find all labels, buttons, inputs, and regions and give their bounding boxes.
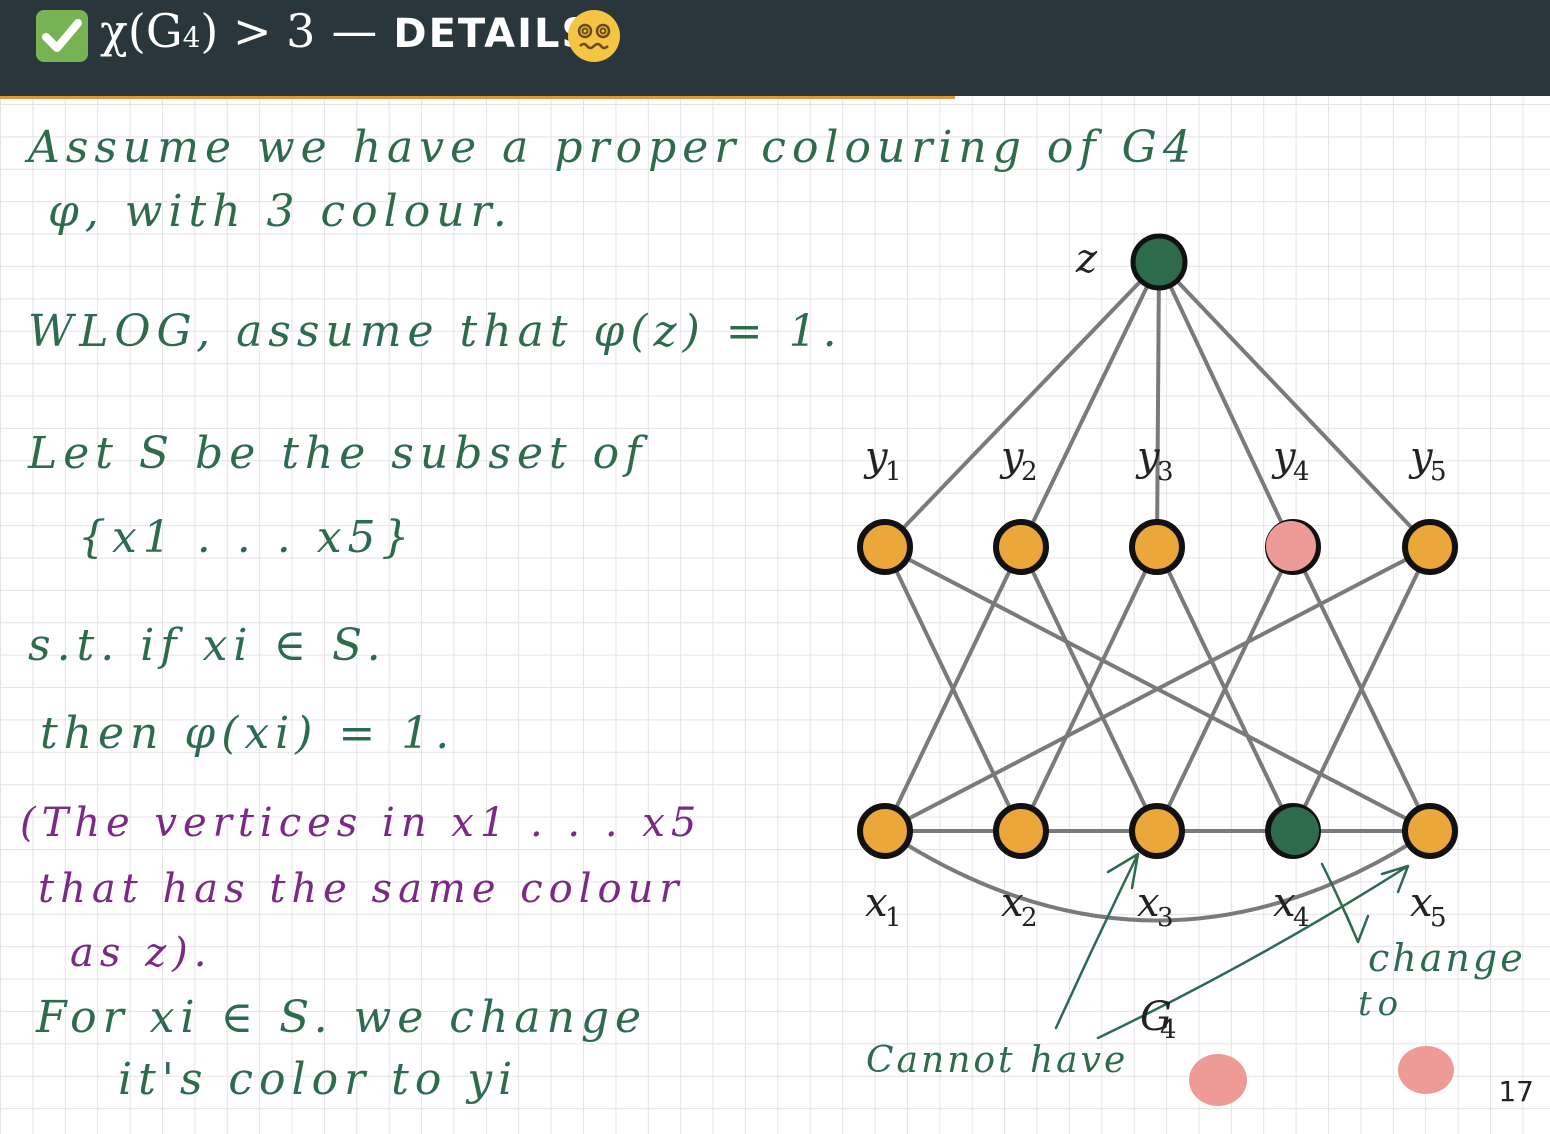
label-x3-subscript: 3 [1157, 903, 1174, 933]
vertex-y5 [1402, 519, 1458, 575]
graph-vertices [857, 233, 1458, 859]
page-number: 17 [1498, 1075, 1534, 1108]
vertex-x1 [857, 803, 913, 859]
edge-z-y1 [883, 260, 1161, 549]
label-graph-caption-subscript: 4 [1160, 1015, 1177, 1045]
edge-y5-x1 [884, 545, 1431, 833]
title-math: χ(G [100, 4, 183, 58]
edge-y3-x2 [1019, 546, 1159, 832]
edge-y5-x4 [1291, 546, 1432, 832]
edge-z-y3 [1155, 261, 1161, 548]
edge-z-y4 [1157, 261, 1295, 548]
label-y5: y [1408, 434, 1434, 480]
label-y3: y [1135, 434, 1161, 480]
vertex-y1 [857, 519, 913, 575]
label-x1: x [865, 880, 888, 926]
label-y5-subscript: 5 [1430, 457, 1447, 487]
arrow-cannot-have-to-x3 [1054, 852, 1140, 1030]
label-x1-subscript: 1 [885, 903, 902, 933]
label-x5-subscript: 5 [1430, 903, 1447, 933]
check-mark-icon [36, 10, 88, 62]
label-x2-subscript: 2 [1021, 903, 1038, 933]
edge-z-y5 [1157, 260, 1432, 549]
label-y1: y [863, 434, 889, 480]
label-y3-subscript: 3 [1157, 457, 1174, 487]
arrow-to-x5 [1096, 864, 1410, 1040]
title-inequality: ) > 3 [200, 4, 316, 58]
label-z: z [1075, 236, 1098, 282]
label-x2: x [1001, 880, 1024, 926]
label-y4: y [1271, 434, 1297, 480]
vertex-y2 [993, 519, 1049, 575]
vertex-x5 [1402, 803, 1458, 859]
vertex-x3 [1129, 803, 1185, 859]
dizzy-face-icon [566, 8, 622, 64]
vertex-z [1130, 233, 1188, 291]
vertex-x2 [993, 803, 1049, 859]
edge-y4-x3 [1155, 546, 1295, 832]
label-y4-subscript: 4 [1293, 457, 1310, 487]
edge-y2-x1 [883, 546, 1023, 832]
pink-highlight-y4 [1266, 521, 1316, 571]
label-x4: x [1273, 880, 1296, 926]
label-y1-subscript: 1 [885, 457, 902, 487]
arrow-change-down [1320, 862, 1370, 944]
header-accent-line [0, 96, 955, 99]
vertex-y3 [1129, 519, 1185, 575]
label-x4-subscript: 4 [1293, 903, 1310, 933]
edge-z-y2 [1019, 261, 1161, 548]
label-x5: x [1410, 880, 1433, 926]
pink-marker-1 [1189, 1054, 1247, 1106]
label-y2-subscript: 2 [1021, 457, 1038, 487]
label-x3: x [1137, 880, 1160, 926]
edge-x1-x5 [883, 829, 1432, 923]
pink-marker-2 [1398, 1046, 1454, 1094]
label-graph-caption: G [1140, 994, 1172, 1040]
annotation-ink [1054, 852, 1454, 1106]
title-dash: — [331, 4, 378, 58]
label-y2: y [999, 434, 1025, 480]
green-highlight-x4 [1271, 807, 1319, 855]
title-subscript: 4 [182, 21, 201, 54]
title-label: DETAILS [393, 11, 593, 57]
